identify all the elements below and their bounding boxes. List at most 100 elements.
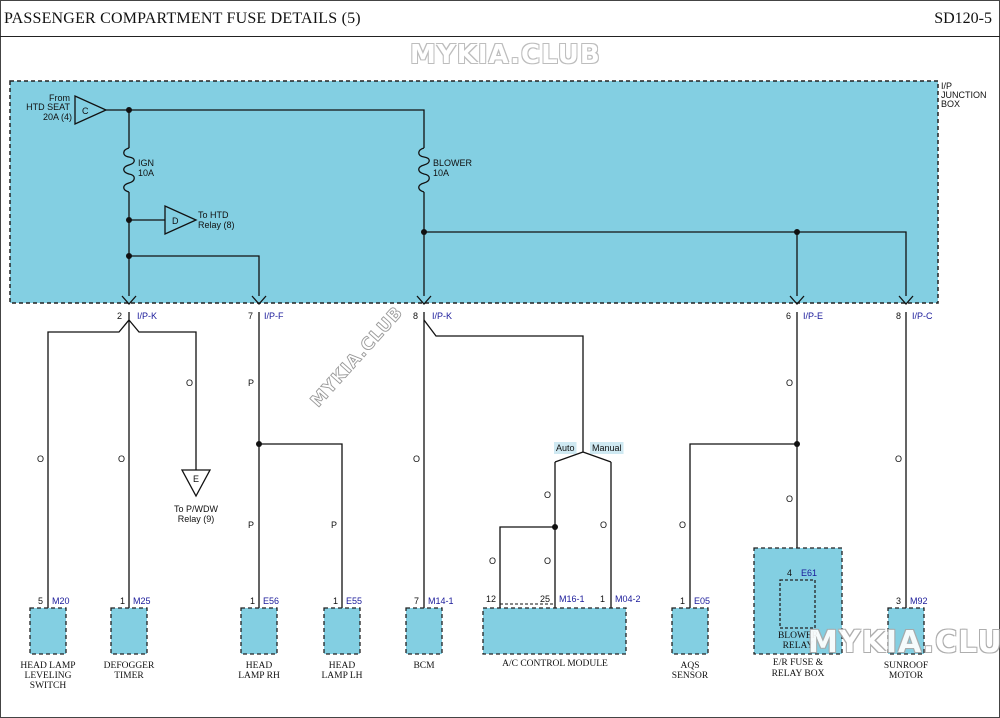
comp-m20-l3: SWITCH bbox=[30, 681, 67, 691]
comp-m25-l2: TIMER bbox=[114, 671, 144, 681]
watermark-bottom: MYKIA.CLUB bbox=[808, 625, 1000, 660]
ac-conn-m04: M04-2 bbox=[615, 594, 641, 604]
ref-e-symbol bbox=[180, 469, 212, 498]
comp-e55-pin: 1 bbox=[333, 596, 338, 606]
wc-4: P bbox=[248, 378, 254, 388]
components: 5 M20 HEAD LAMP LEVELING SWITCH 1 M25 DE… bbox=[20, 596, 928, 691]
header-divider bbox=[0, 36, 1000, 37]
source-c-line3: 20A (4) bbox=[43, 112, 72, 122]
wc-15: O bbox=[895, 454, 902, 464]
ac-pin-12: 12 bbox=[486, 594, 496, 604]
comp-e55 bbox=[323, 607, 361, 655]
ac-module-name: A/C CONTROL MODULE bbox=[502, 659, 608, 669]
fuse-ign-rating: 10A bbox=[138, 168, 154, 178]
relay-box-name-2: RELAY BOX bbox=[772, 669, 825, 679]
wc-11: O bbox=[489, 556, 496, 566]
ref-d-line1: To HTD bbox=[198, 210, 229, 220]
comp-m25-l1: DEFOGGER bbox=[104, 661, 155, 671]
jpin-4-num: 6 bbox=[786, 311, 791, 321]
jpin-3-num: 8 bbox=[413, 311, 418, 321]
source-c-symbol bbox=[74, 94, 108, 126]
jpin-3-conn: I/P-K bbox=[432, 311, 452, 321]
comp-sunroof-l1: SUNROOF bbox=[884, 661, 928, 671]
relay-pin: 4 bbox=[787, 568, 792, 578]
ac-conn-m16: M16-1 bbox=[559, 594, 585, 604]
comp-sunroof-l2: MOTOR bbox=[889, 671, 924, 681]
junction-box bbox=[9, 80, 939, 304]
comp-bcm-pin: 7 bbox=[414, 596, 419, 606]
comp-sunroof-pin: 3 bbox=[896, 596, 901, 606]
wc-12: O bbox=[679, 520, 686, 530]
relay-label-1: BLOWER bbox=[778, 631, 819, 641]
ac-option-manual: Manual bbox=[592, 443, 622, 453]
ac-option-manual-box bbox=[590, 442, 624, 454]
ref-d-line2: Relay (8) bbox=[198, 220, 235, 230]
fuse-ign-name: IGN bbox=[138, 158, 154, 168]
comp-aqs-conn: E05 bbox=[694, 596, 710, 606]
ac-pin-25: 25 bbox=[540, 594, 550, 604]
junction-label-2: JUNCTION bbox=[941, 90, 987, 100]
comp-m20-pin: 5 bbox=[38, 596, 43, 606]
watermark-diagonal: MYKIA.CLUB bbox=[307, 303, 408, 412]
comp-e55-l1: HEAD bbox=[329, 661, 356, 671]
ref-d-symbol bbox=[164, 204, 198, 236]
relay-box-name-1: E/R FUSE & bbox=[773, 658, 824, 668]
wc-6: P bbox=[331, 520, 337, 530]
fuse-ign-icon bbox=[123, 147, 135, 193]
jpin-5-conn: I/P-C bbox=[912, 311, 933, 321]
comp-m20 bbox=[29, 607, 67, 655]
comp-m20-conn: M20 bbox=[52, 596, 70, 606]
wc-9: O bbox=[544, 556, 551, 566]
wc-7: O bbox=[413, 454, 420, 464]
wc-14: O bbox=[786, 494, 793, 504]
jpin-5-num: 8 bbox=[896, 311, 901, 321]
comp-m20-l1: HEAD LAMP bbox=[20, 661, 75, 671]
comp-e56-pin: 1 bbox=[250, 596, 255, 606]
comp-m25 bbox=[110, 607, 148, 655]
ac-option-auto-box bbox=[554, 442, 577, 454]
comp-bcm-conn: M14-1 bbox=[428, 596, 454, 606]
blower-relay bbox=[779, 579, 816, 629]
comp-e55-conn: E55 bbox=[346, 596, 362, 606]
comp-aqs bbox=[671, 607, 709, 655]
ac-option-auto: Auto bbox=[556, 443, 575, 453]
comp-sunroof-conn: M92 bbox=[910, 596, 928, 606]
ref-e-line1: To P/WDW bbox=[174, 504, 219, 514]
source-c-line2: HTD SEAT bbox=[26, 102, 70, 112]
jpin-2-conn: I/P-F bbox=[264, 311, 284, 321]
fuse-blower-name: BLOWER bbox=[433, 158, 473, 168]
comp-m25-conn: M25 bbox=[133, 596, 151, 606]
relay-label-2: RELAY bbox=[783, 641, 814, 651]
comp-sunroof bbox=[887, 607, 925, 655]
source-c-letter: C bbox=[82, 106, 89, 116]
jpin-1-conn: I/P-K bbox=[137, 311, 157, 321]
ref-e-letter: E bbox=[193, 474, 199, 484]
relay-conn: E61 bbox=[801, 568, 817, 578]
ref-d-letter: D bbox=[172, 216, 179, 226]
source-c-line1: From bbox=[49, 93, 70, 103]
ac-pin-1: 1 bbox=[600, 594, 605, 604]
jpin-4-conn: I/P-E bbox=[803, 311, 823, 321]
comp-aqs-l2: SENSOR bbox=[672, 671, 709, 681]
wc-13: O bbox=[786, 378, 793, 388]
wc-1: O bbox=[37, 454, 44, 464]
wc-10: O bbox=[600, 520, 607, 530]
jpin-1-num: 2 bbox=[117, 311, 122, 321]
comp-m25-pin: 1 bbox=[120, 596, 125, 606]
wc-5: P bbox=[248, 520, 254, 530]
wc-3: O bbox=[186, 378, 193, 388]
ac-control-module bbox=[482, 607, 627, 655]
wire-color-labels: O O O P P P O O O O O O O O O bbox=[37, 378, 902, 566]
comp-e56-l2: LAMP RH bbox=[238, 671, 280, 681]
junction-label-1: I/P bbox=[941, 81, 952, 91]
comp-e56-l1: HEAD bbox=[246, 661, 273, 671]
wc-2: O bbox=[118, 454, 125, 464]
comp-e56-conn: E56 bbox=[263, 596, 279, 606]
junction-label-3: BOX bbox=[941, 99, 960, 109]
comp-bcm bbox=[405, 607, 443, 655]
fuse-blower-icon bbox=[418, 147, 430, 193]
comp-e56 bbox=[240, 607, 278, 655]
comp-aqs-l1: AQS bbox=[680, 661, 699, 671]
diagram-code: SD120-5 bbox=[934, 10, 992, 27]
